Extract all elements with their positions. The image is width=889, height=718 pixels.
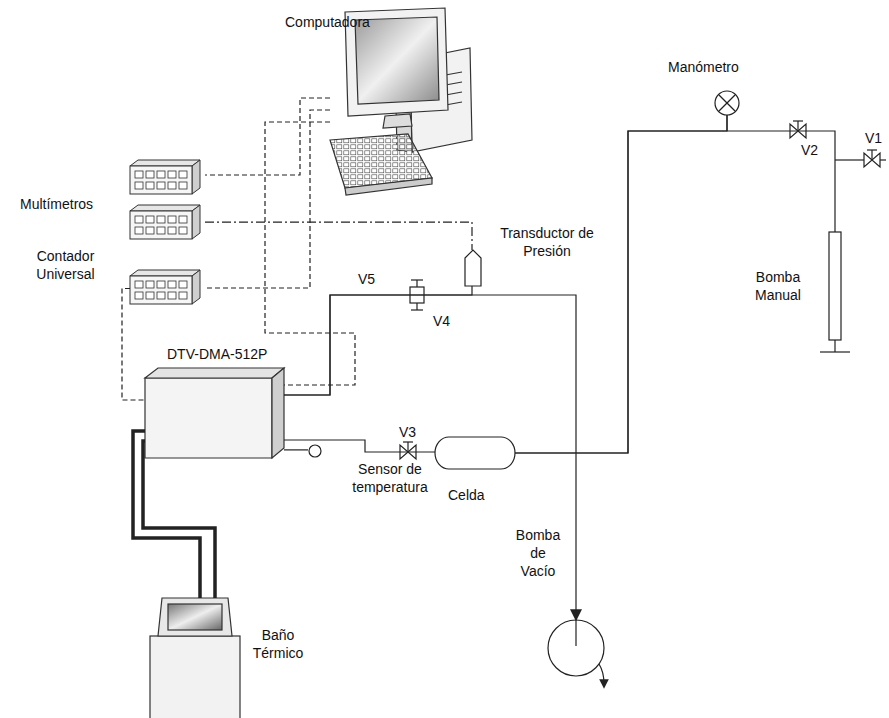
tube-line <box>284 440 435 452</box>
tube-line <box>133 431 200 598</box>
device-boxes <box>130 160 200 304</box>
node-label: Celda <box>448 486 485 504</box>
node-outline-anchor <box>150 598 240 718</box>
universal-counter-node: Contador Universal <box>15 245 205 310</box>
valve-v2 <box>790 121 806 138</box>
thermal-bath <box>143 441 240 718</box>
node-label: Computadora <box>285 13 370 31</box>
node-outline-anchor <box>715 91 739 115</box>
node-label: Manómetro <box>668 58 739 76</box>
node-label: Transductor de Presión <box>487 224 607 260</box>
node-outline-anchor <box>308 444 322 458</box>
valve-v1 <box>835 150 886 167</box>
valve-label: V3 <box>398 424 417 441</box>
signal-wire <box>205 110 330 288</box>
multimeters-node: Multímetros <box>15 155 205 245</box>
node-outline-anchor <box>130 270 205 307</box>
signal-wire <box>205 222 472 250</box>
manual-pump-node: Bomba Manual <box>745 228 855 350</box>
temperature-sensor-node: Sensor de temperatura <box>308 444 448 500</box>
node-outline-anchor <box>435 437 515 469</box>
node-outline-anchor <box>548 620 604 676</box>
computer-illustration <box>330 8 472 195</box>
valve-label: V5 <box>357 271 376 288</box>
densimeter-box <box>145 368 284 458</box>
node-outline-anchor <box>829 232 841 340</box>
valve-label: V4 <box>432 313 451 330</box>
tube-line <box>515 131 835 453</box>
densimeter-node: DTV-DMA-512P <box>145 345 285 458</box>
node-label: Bomba Manual <box>747 268 809 304</box>
cell-capsule <box>435 437 515 469</box>
pressure-transducer-node: Transductor de Presión <box>460 222 625 292</box>
instrument-box <box>130 205 200 239</box>
node-outline-anchor <box>465 250 481 286</box>
tube-line <box>284 286 472 395</box>
node-label: Multímetros <box>20 195 93 213</box>
tube-line <box>284 449 308 450</box>
computer-node: Computadora <box>255 5 375 135</box>
vacuum-pump-node: Bomba de Vacío <box>510 522 610 682</box>
node-label: Baño Térmico <box>248 626 308 662</box>
node-outline-anchor <box>330 90 370 130</box>
valve-label: V2 <box>800 142 819 159</box>
signal-wire <box>122 289 145 401</box>
sensor-circle <box>309 445 321 457</box>
vacuum-pump <box>548 620 604 684</box>
tube-line <box>515 115 727 453</box>
tube-line <box>284 295 576 620</box>
pressure-transducer <box>465 250 481 286</box>
node-label: Contador Universal <box>18 247 113 283</box>
manometer-node: Manómetro <box>664 58 794 118</box>
thermal-bath-node: Baño Térmico <box>148 596 310 718</box>
valve-v3 <box>400 442 416 459</box>
node-outline-anchor <box>130 160 205 245</box>
signal-wire <box>265 122 355 385</box>
instrument-box <box>130 160 200 194</box>
valve-label: V1 <box>864 130 883 147</box>
bath-pipe <box>143 441 215 598</box>
instrument-box <box>130 270 200 304</box>
node-outline-anchor <box>145 368 284 458</box>
node-label: Bomba de Vacío <box>512 526 564 581</box>
manual-pump <box>820 232 850 352</box>
node-label: Sensor de temperatura <box>340 460 440 496</box>
cell-node: Celda <box>432 434 522 509</box>
node-label: DTV-DMA-512P <box>167 345 267 363</box>
